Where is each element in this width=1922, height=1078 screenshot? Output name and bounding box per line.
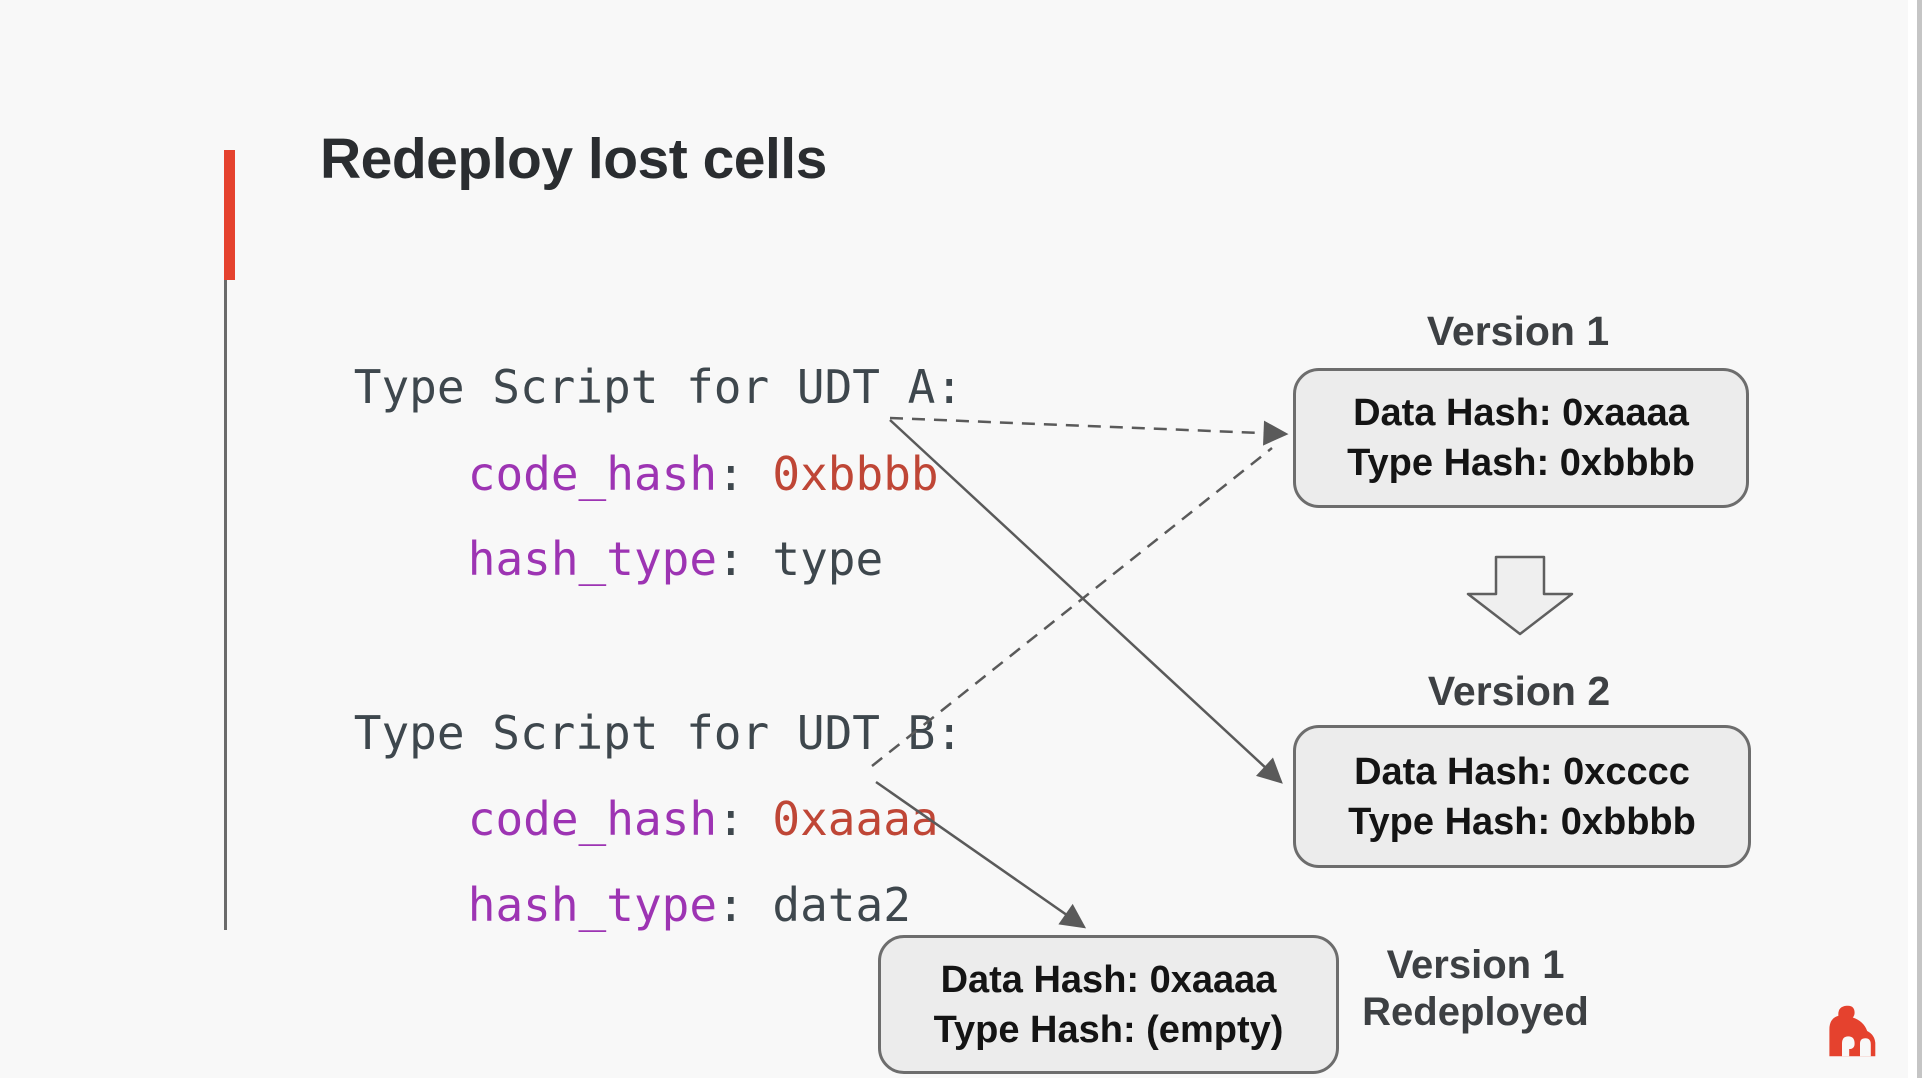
right-edge-strip (1908, 0, 1922, 1078)
version2-box: Data Hash: 0xcccc Type Hash: 0xbbbb (1293, 725, 1751, 868)
code-key: code_hash (467, 447, 718, 501)
solid-arrow-udt-a-to-v2 (889, 419, 1283, 784)
code-value: 0xbbbb (772, 447, 939, 501)
redeployed-data-hash: Data Hash: 0xaaaa (940, 958, 1277, 1001)
code-line-code-hash-b: code_hash: 0xaaaa (357, 738, 939, 900)
code-key: hash_type (467, 878, 718, 932)
redeployed-type-hash: Type Hash: (empty) (933, 1008, 1284, 1051)
redeployed-label: Version 1 Redeployed (1362, 943, 1589, 1034)
code-key: code_hash (467, 792, 718, 846)
code-line-hash-type-a: hash_type: type (357, 478, 883, 640)
code-value: data2 (772, 878, 911, 932)
version2-type-hash: Type Hash: 0xbbbb (1348, 800, 1696, 843)
version1-type-hash: Type Hash: 0xbbbb (1347, 442, 1695, 484)
code-text: Type Script for UDT A: (353, 360, 964, 414)
page-title: Redeploy lost cells (320, 127, 827, 191)
redeployed-box: Data Hash: 0xaaaa Type Hash: (empty) (878, 935, 1339, 1074)
dashed-arrow-udt-a-to-v1 (889, 416, 1289, 446)
code-header-udt-a: Type Script for UDT A: (243, 306, 963, 468)
solid-arrow-udt-b-to-redeployed (875, 780, 1087, 929)
block-down-arrow-icon (1466, 555, 1574, 636)
version2-data-hash: Data Hash: 0xcccc (1354, 750, 1690, 793)
code-line-code-hash-a: code_hash: 0xbbbb (357, 393, 939, 555)
version1-data-hash: Data Hash: 0xaaaa (1353, 392, 1689, 434)
version2-label: Version 2 (1427, 668, 1611, 714)
title-accent-bar (224, 150, 235, 280)
code-separator: : (717, 447, 773, 501)
code-key: hash_type (467, 532, 718, 586)
code-value: type (772, 532, 884, 586)
code-text: Type Script for UDT B: (353, 706, 964, 760)
version1-box: Data Hash: 0xaaaa Type Hash: 0xbbbb (1293, 368, 1749, 508)
code-value: 0xaaaa (772, 792, 939, 846)
dashed-arrow-udt-b-to-v1 (871, 447, 1273, 767)
code-line-hash-type-b: hash_type: data2 (357, 824, 911, 986)
code-separator: : (717, 878, 773, 932)
code-separator: : (717, 792, 773, 846)
code-separator: : (717, 532, 773, 586)
code-header-udt-b: Type Script for UDT B: (243, 652, 963, 814)
version1-label: Version 1 (1426, 308, 1610, 354)
gorilla-logo-icon (1829, 1005, 1876, 1057)
left-guide-line (224, 280, 227, 930)
